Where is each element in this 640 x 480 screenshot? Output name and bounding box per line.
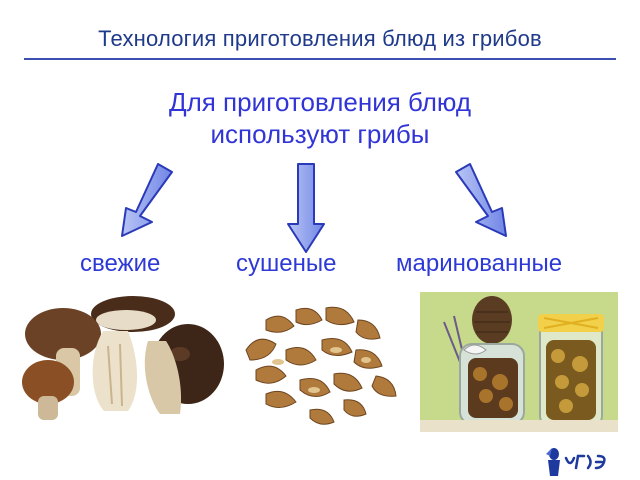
down-arrow-left-icon xyxy=(121,163,173,237)
category-label-dried: сушеные xyxy=(236,250,337,277)
down-arrow-right-icon xyxy=(455,163,507,237)
category-label-pickled: маринованные xyxy=(396,250,563,277)
dried-mushrooms-image xyxy=(226,290,418,438)
fresh-mushrooms-image xyxy=(8,286,226,424)
title-divider xyxy=(24,58,616,60)
subtitle: Для приготовления блюд используют грибы xyxy=(0,86,640,150)
down-arrow-center-icon xyxy=(287,163,325,253)
category-label-fresh: свежие xyxy=(80,250,161,277)
pickled-mushrooms-image xyxy=(420,292,618,432)
subtitle-line-2: используют грибы xyxy=(210,119,430,149)
slide-title: Технология приготовления блюд из грибов xyxy=(98,26,542,51)
arrows-group xyxy=(121,163,507,253)
subtitle-line-1: Для приготовления блюд xyxy=(168,87,472,117)
vguyes-logo-icon xyxy=(546,448,606,476)
